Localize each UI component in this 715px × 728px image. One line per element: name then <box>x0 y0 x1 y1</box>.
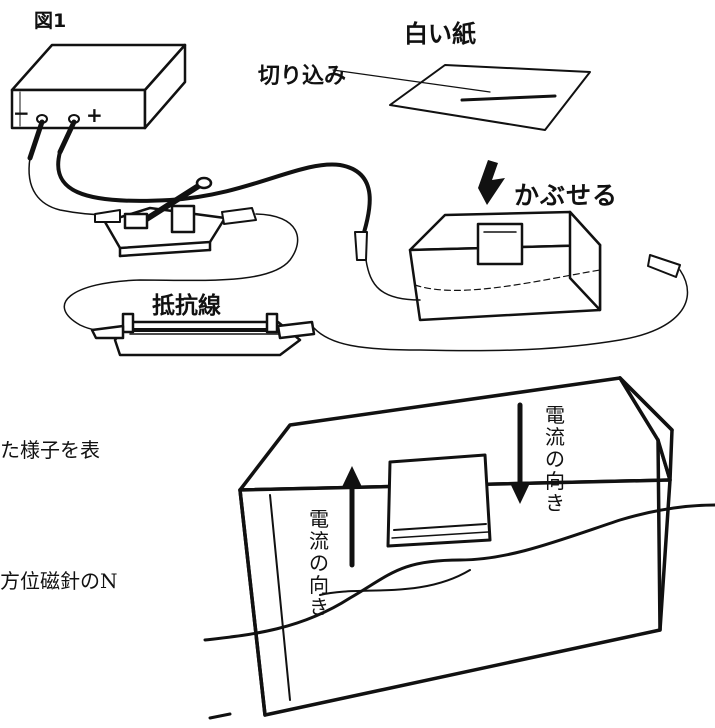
switch-clips <box>94 207 257 225</box>
box-large <box>238 376 674 717</box>
wire-into-box <box>365 259 421 301</box>
resistance-wire <box>90 312 316 357</box>
side-text-line: た様子を表 <box>0 438 100 462</box>
side-text-line: 方位磁針のN <box>0 569 118 593</box>
wire-stub <box>208 712 232 720</box>
minus-terminal-label: − <box>13 101 30 125</box>
resistance-wire-label: 抵抗線 <box>152 293 221 319</box>
current-direction-label-right: 電流の向き <box>545 403 565 515</box>
cover-arrow <box>478 160 505 205</box>
current-arrow-down <box>510 402 530 504</box>
wire-switch-resistor <box>63 213 299 331</box>
wire-plus <box>56 150 372 247</box>
box-small <box>408 210 602 322</box>
box-right-clip <box>647 254 681 278</box>
current-arrow-up <box>342 466 362 568</box>
wire-loop <box>319 569 471 596</box>
white-paper-label: 白い紙 <box>404 20 476 48</box>
power-terminals <box>27 114 80 161</box>
figure-number: 図1 <box>34 10 67 32</box>
cut-label: 切り込み <box>258 64 347 89</box>
window-cut <box>386 453 492 548</box>
cover-label: かぶせる <box>514 181 619 210</box>
current-direction-label-left: 電流の向き <box>309 507 329 619</box>
switch <box>103 176 227 258</box>
plus-terminal-label: + <box>86 103 103 127</box>
white-paper <box>332 64 591 131</box>
wire-resistor-box <box>313 269 689 352</box>
wire-through-box <box>203 503 715 642</box>
box-left-clip <box>354 231 368 261</box>
